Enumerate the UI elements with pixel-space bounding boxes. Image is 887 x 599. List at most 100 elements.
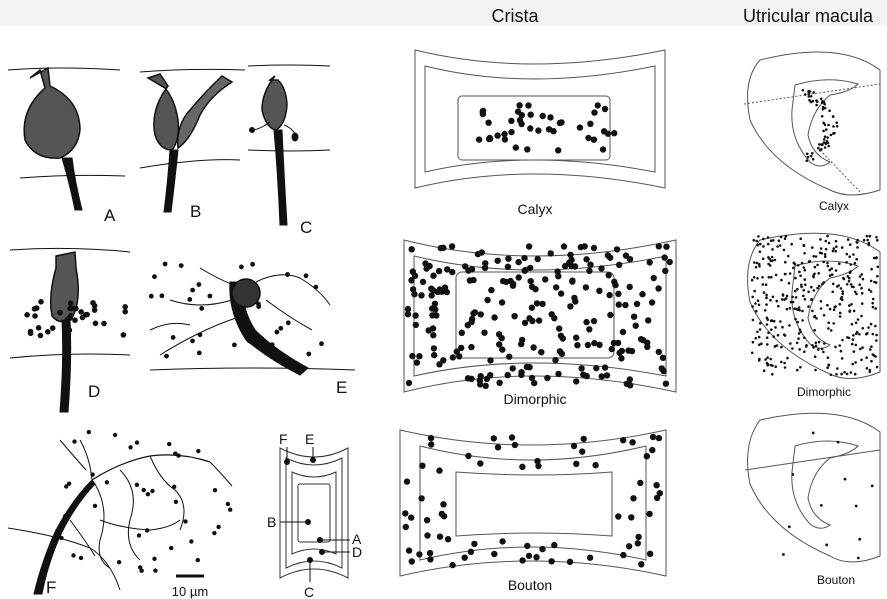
afferent-dot — [789, 307, 792, 310]
afferent-dot — [873, 281, 876, 284]
afferent-dot — [818, 285, 821, 288]
afferent-dot — [817, 147, 820, 150]
afferent-dot — [505, 264, 511, 270]
afferent-dot — [616, 350, 622, 356]
afferent-dot — [622, 302, 628, 308]
afferent-dot — [59, 536, 63, 540]
afferent-dot — [768, 276, 771, 279]
afferent-dot — [583, 284, 589, 290]
afferent-dot — [620, 329, 626, 335]
afferent-dot — [796, 288, 799, 291]
afferent-dot — [799, 237, 802, 240]
afferent-dot — [847, 238, 850, 241]
afferent-dot — [804, 93, 807, 96]
afferent-dot — [569, 278, 575, 284]
afferent-dot — [591, 137, 597, 143]
afferent-dot — [776, 245, 779, 248]
afferent-dot — [602, 364, 608, 370]
afferent-dot — [418, 292, 424, 298]
afferent-dot — [72, 317, 78, 323]
afferent-dot — [826, 366, 829, 369]
afferent-dot — [751, 296, 754, 299]
afferent-dot — [554, 268, 560, 274]
afferent-dot — [754, 302, 757, 305]
afferent-dot — [63, 514, 67, 518]
afferent-dot — [567, 559, 573, 565]
afferent-dot — [870, 360, 873, 363]
afferent-dot — [572, 298, 578, 304]
afferent-dot — [755, 240, 758, 243]
afferent-dot — [808, 260, 811, 263]
afferent-dot — [753, 276, 756, 279]
afferent-dot — [468, 319, 474, 325]
afferent-dot — [226, 502, 230, 506]
afferent-dot — [794, 277, 797, 280]
afferent-dot — [625, 347, 631, 353]
afferent-dot — [663, 244, 669, 250]
afferent-dot — [835, 122, 838, 125]
afferent-dot — [788, 282, 791, 285]
afferent-dot — [823, 141, 826, 144]
afferent-dot — [817, 348, 820, 351]
afferent-dot — [872, 333, 875, 336]
afferent-dot — [830, 329, 833, 332]
afferent-dot — [478, 311, 484, 317]
afferent-dot — [146, 492, 150, 496]
afferent-dot — [606, 292, 612, 298]
afferent-dot — [813, 329, 816, 332]
afferent-dot — [628, 514, 634, 520]
afferent-dot — [838, 262, 841, 265]
afferent-dot — [93, 321, 99, 327]
afferent-dot — [854, 373, 857, 376]
afferent-dot — [795, 296, 798, 299]
afferent-dot — [854, 361, 857, 364]
afferent-dot — [759, 328, 762, 331]
afferent-dot — [662, 268, 668, 274]
afferent-dot — [428, 435, 434, 441]
afferent-dot — [595, 102, 601, 108]
afferent-dot — [779, 320, 782, 323]
afferent-dot — [208, 294, 213, 299]
afferent-dot — [764, 358, 767, 361]
afferent-dot — [145, 528, 149, 532]
afferent-dot — [799, 328, 802, 331]
afferent-dot — [832, 250, 835, 253]
afferent-dot — [164, 354, 169, 359]
afferent-dot — [763, 369, 766, 372]
afferent-dot — [471, 541, 477, 547]
afferent-dot — [840, 373, 843, 376]
afferent-dot — [638, 561, 644, 567]
afferent-dot — [770, 328, 773, 331]
afferent-dot — [757, 244, 760, 247]
afferent-dot — [419, 463, 425, 469]
afferent-dot — [812, 255, 815, 258]
afferent-dot — [762, 283, 765, 286]
afferent-dot — [529, 284, 535, 290]
afferent-dot — [418, 495, 424, 501]
afferent-dot — [823, 103, 826, 106]
afferent-dot — [602, 106, 608, 112]
afferent-dot — [436, 268, 442, 274]
afferent-dot — [785, 297, 788, 300]
afferent-dot — [649, 299, 655, 305]
afferent-dot — [782, 294, 785, 297]
afferent-dot — [848, 255, 851, 258]
afferent-dot — [815, 342, 818, 345]
afferent-dot — [774, 259, 777, 262]
afferent-dot — [536, 317, 542, 323]
afferent-dot — [638, 336, 644, 342]
afferent-dot — [512, 442, 518, 448]
afferent-dot — [128, 445, 132, 449]
afferent-dot — [765, 303, 768, 306]
afferent-dot — [758, 304, 761, 307]
afferent-dot — [539, 546, 545, 552]
afferent-dot — [875, 236, 878, 239]
afferent-dot — [806, 153, 809, 156]
afferent-dot — [751, 305, 754, 308]
afferent-dot — [836, 125, 839, 128]
afferent-dot — [491, 314, 497, 320]
afferent-dot — [160, 293, 165, 298]
afferent-dot — [796, 342, 799, 345]
afferent-dot — [798, 271, 801, 274]
afferent-dot — [821, 348, 824, 351]
